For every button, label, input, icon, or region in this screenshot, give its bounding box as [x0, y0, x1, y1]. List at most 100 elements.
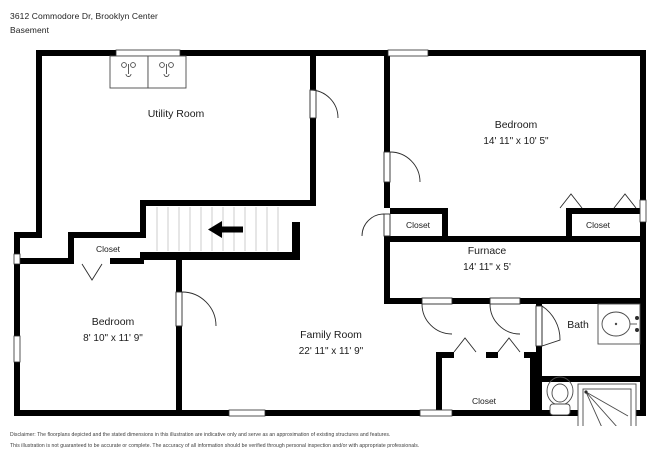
- door-utility-arc: [309, 89, 339, 119]
- wall-stair-bottom: [140, 252, 300, 260]
- closet-label-mid: Closet: [406, 220, 431, 230]
- wall-furnace-top: [442, 236, 572, 242]
- wall-utility-bottom-left-stub: [140, 200, 146, 238]
- wall-closet-mid-bottom: [390, 236, 448, 242]
- disclaimer-block: Disclaimer: The floorplans depicted and …: [10, 430, 640, 451]
- staircase: [146, 206, 292, 252]
- wall-stair-right: [292, 222, 300, 260]
- wall-furnace-bottom-a: [384, 298, 422, 304]
- wall-closet-bottom-top-b: [486, 352, 498, 358]
- property-address: 3612 Commodore Dr, Brooklyn Center: [10, 11, 158, 21]
- room-dim-bedroom-lower: 8' 10" x 11' 9": [83, 333, 143, 344]
- floorplan-svg: Utility Room Bedroom 14' 11" x 10' 5" Fu…: [13, 49, 647, 426]
- wall-closet-mid-top: [390, 208, 448, 214]
- door-bath-leaf: [535, 305, 543, 347]
- shower-icon: [577, 383, 637, 426]
- wall-closet-mid-right: [442, 208, 448, 242]
- laundry-fixture-group: [109, 55, 187, 89]
- wall-utility-right-bottom: [310, 118, 316, 206]
- door-bedroom-lower-arc: [181, 291, 217, 327]
- door-family-right-arc: [489, 303, 521, 335]
- wall-bedroom-family-divider-bottom: [176, 326, 182, 416]
- room-label-furnace: Furnace: [468, 245, 507, 257]
- window-top-bedroom: [387, 49, 429, 57]
- wall-left-jog-top: [14, 232, 42, 238]
- room-dim-furnace: 14' 11" x 5': [463, 262, 511, 273]
- door-closet-bottom-bifold-b: [497, 337, 521, 353]
- laundry-tub-right: [147, 55, 187, 89]
- bath-fixture-group: [546, 303, 641, 426]
- door-bath-arc: [541, 305, 561, 347]
- room-label-utility-room: Utility Room: [148, 108, 205, 120]
- toilet-icon: [546, 376, 574, 416]
- window-left-bedroom-lower: [13, 253, 21, 265]
- room-label-bath: Bath: [567, 319, 589, 331]
- wall-bath-left-lower: [536, 346, 542, 416]
- closet-label-group: Closet Closet Closet Closet: [96, 220, 611, 406]
- floor-level-label: Basement: [10, 25, 50, 35]
- wall-furnace-bottom-b: [452, 298, 490, 304]
- wall-bottom-right: [452, 410, 646, 416]
- door-family-left-leaf: [421, 297, 453, 305]
- room-label-group: Utility Room Bedroom 14' 11" x 10' 5" Fu…: [83, 108, 589, 357]
- wall-utility-bottom: [140, 200, 316, 206]
- laundry-tub-left: [109, 55, 149, 89]
- faucet-handle-bottom: [635, 328, 639, 332]
- floorplan-drawing: Utility Room Bedroom 14' 11" x 10' 5" Fu…: [0, 36, 650, 426]
- door-closet-mid-leaf: [383, 213, 391, 237]
- disclaimer-line-1: Disclaimer: The floorplans depicted and …: [10, 432, 391, 438]
- disclaimer-line-2: This illustration is not guaranteed to b…: [10, 442, 420, 449]
- room-label-family-room: Family Room: [300, 329, 362, 341]
- wall-bedroom-upper-left-bottom: [384, 182, 390, 208]
- door-bedroom-upper-leaf: [383, 151, 391, 183]
- wall-left-lower-outer: [14, 232, 20, 254]
- window-top-utility: [115, 49, 181, 57]
- wall-closet-right-left: [566, 208, 572, 242]
- wall-bedroom-upper-left-top: [384, 50, 390, 152]
- wall-bottom-mid: [265, 410, 420, 416]
- wall-closet-left-bottom-b: [110, 258, 144, 264]
- wall-closet-bottom-right: [530, 352, 536, 416]
- door-closet-right-bifold-a: [559, 193, 583, 209]
- wall-top-mid: [180, 50, 388, 56]
- door-group: [81, 89, 637, 353]
- wall-bath-shower-divider: [542, 376, 646, 382]
- room-dim-bedroom-upper: 14' 11" x 10' 5": [483, 136, 549, 147]
- wall-closet-bottom-top-a: [436, 352, 454, 358]
- wall-bedroom-family-divider-top: [176, 258, 182, 292]
- wall-bottom-left: [14, 410, 229, 416]
- door-closet-bottom-bifold-a: [453, 337, 477, 353]
- window-bottom-bedroom: [228, 409, 266, 417]
- closet-label-left: Closet: [96, 244, 121, 254]
- wall-right-upper: [640, 50, 646, 200]
- wall-hall-left: [384, 236, 390, 298]
- room-label-bedroom-upper: Bedroom: [495, 119, 538, 131]
- plan-header: 3612 Commodore Dr, Brooklyn Center Basem…: [10, 9, 158, 37]
- wall-furnace-bottom-c: [520, 298, 646, 304]
- wall-right-mid: [640, 222, 646, 310]
- door-family-right-leaf: [489, 297, 521, 305]
- window-right-bedroom: [639, 199, 647, 223]
- door-closet-right-bifold-b: [613, 193, 637, 209]
- room-label-bedroom-lower: Bedroom: [92, 316, 135, 328]
- wall-closet-bottom-left: [436, 352, 442, 416]
- wall-bath-left-upper: [536, 298, 542, 306]
- door-family-left-arc: [421, 303, 453, 335]
- sink-drain-icon: [614, 322, 618, 326]
- wall-closet-bottom-top-c: [524, 352, 536, 358]
- faucet-handle-top: [635, 316, 639, 320]
- wall-right-lower: [640, 310, 646, 416]
- wall-closet-right-top: [566, 208, 646, 214]
- room-dim-family-room: 22' 11" x 11' 9": [299, 346, 364, 357]
- door-closet-mid-arc: [361, 213, 385, 237]
- wall-left-upper: [36, 50, 42, 232]
- window-group: [13, 49, 647, 417]
- window-bottom-family: [419, 409, 453, 417]
- door-closet-left-bifold: [81, 263, 103, 281]
- door-bedroom-upper-arc: [389, 151, 421, 183]
- laundry-tub-right-faucet-icon: [159, 62, 174, 77]
- wall-closet-left-top: [68, 232, 142, 238]
- wall-utility-right-top: [310, 50, 316, 90]
- wall-group: [14, 50, 646, 416]
